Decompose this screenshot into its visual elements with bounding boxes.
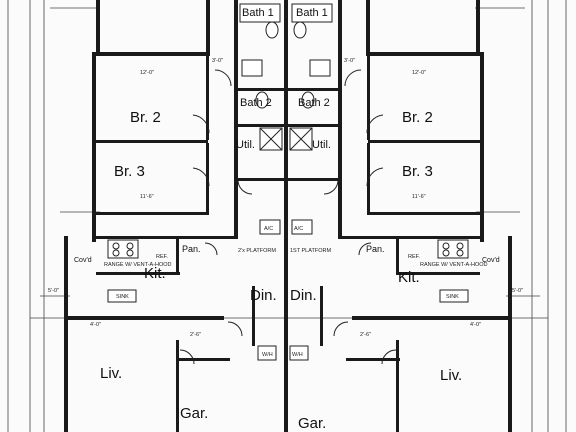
- note-sink-right: SINK: [446, 294, 459, 300]
- room-label-kit-right: Kit.: [398, 269, 420, 286]
- door-swings: [179, 69, 397, 365]
- room-label-pan-right: Pan.: [366, 244, 385, 254]
- note-range-right: RANGE W/ VENT-A-HOOD: [420, 262, 488, 268]
- dim-label-8: 4'-0": [470, 322, 481, 328]
- note-ref-left: REF.: [156, 254, 168, 260]
- room-label-bath1-left: Bath 1: [242, 7, 274, 19]
- dim-label-10: 5'-0": [512, 288, 523, 294]
- note-ac-right: A/C: [294, 226, 303, 232]
- room-label-br2-left: Br. 2: [130, 109, 161, 126]
- room-label-br3-right: Br. 3: [402, 163, 433, 180]
- dim-label-9: 5'-0": [48, 288, 59, 294]
- dim-label-3: 11'-6": [140, 194, 154, 200]
- note-platform-right: 1ST PLATFORM: [290, 248, 331, 254]
- dimension-labels: 12'-0" 12'-0" 11'-6" 11'-6" 3'-0" 3'-0" …: [48, 58, 523, 338]
- kitchen-fixtures: [107, 219, 469, 361]
- bath-fixtures: [239, 3, 333, 151]
- dim-label-12: 2'-6": [360, 332, 371, 338]
- room-label-kit-left: Kit.: [144, 265, 166, 282]
- dim-label-11: 2'-6": [190, 332, 201, 338]
- annotations: A/C A/C 2'x PLATFORM 1ST PLATFORM RANGE …: [104, 226, 488, 358]
- note-wh-right: W/H: [292, 352, 303, 358]
- dim-label-5: 3'-0": [212, 58, 223, 64]
- room-label-covd-left: Cov'd: [74, 257, 92, 264]
- exterior-walls: [64, 0, 512, 432]
- room-label-pan-left: Pan.: [182, 244, 201, 254]
- room-label-br2-right: Br. 2: [402, 109, 433, 126]
- dim-label-7: 4'-0": [90, 322, 101, 328]
- dim-label-1: 12'-0": [140, 70, 154, 76]
- note-sink-left: SINK: [116, 294, 129, 300]
- note-wh-left: W/H: [262, 352, 273, 358]
- room-label-gar-right: Gar.: [298, 415, 326, 432]
- room-label-gar-left: Gar.: [180, 405, 208, 422]
- room-label-covd-right: Cov'd: [482, 257, 500, 264]
- room-label-bath1-right: Bath 1: [296, 7, 328, 19]
- room-label-liv-right: Liv.: [440, 367, 462, 384]
- room-label-br3-left: Br. 3: [114, 163, 145, 180]
- dim-label-2: 12'-0": [412, 70, 426, 76]
- dim-label-6: 3'-0": [344, 58, 355, 64]
- room-label-bath2-left: Bath 2: [240, 97, 272, 109]
- room-label-util-right: Util.: [312, 139, 331, 151]
- note-platform-left: 2'x PLATFORM: [238, 248, 276, 254]
- room-labels: Bath 1 Bath 1 Bath 2 Bath 2 Br. 2 Br. 2 …: [74, 7, 500, 432]
- note-ac-left: A/C: [264, 226, 273, 232]
- note-range-left: RANGE W/ VENT-A-HOOD: [104, 262, 172, 268]
- room-label-din-right: Din.: [290, 287, 317, 304]
- dim-label-4: 11'-6": [412, 194, 426, 200]
- note-ref-right: REF.: [408, 254, 420, 260]
- room-label-liv-left: Liv.: [100, 365, 122, 382]
- room-label-util-left: Util.: [236, 139, 255, 151]
- room-label-bath2-right: Bath 2: [298, 97, 330, 109]
- room-label-din-left: Din.: [250, 287, 277, 304]
